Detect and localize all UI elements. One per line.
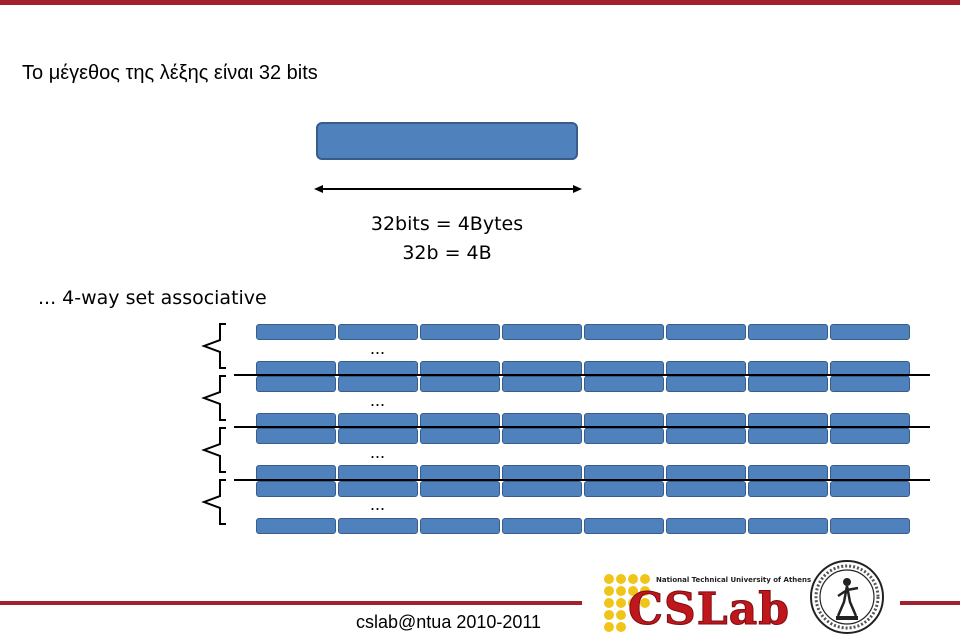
set-separator-line bbox=[234, 426, 930, 428]
cache-word-block bbox=[338, 481, 418, 497]
word-block bbox=[316, 122, 578, 160]
logo-dot bbox=[628, 586, 638, 596]
cache-word-block bbox=[584, 518, 664, 534]
cache-word-block bbox=[666, 428, 746, 444]
cache-word-block bbox=[748, 324, 828, 340]
cache-word-block bbox=[830, 428, 910, 444]
ellipsis-set-3: ... bbox=[370, 442, 386, 462]
cache-word-block bbox=[748, 376, 828, 392]
logo-dot bbox=[604, 586, 614, 596]
cache-word-block bbox=[748, 428, 828, 444]
cache-word-block bbox=[502, 481, 582, 497]
cache-word-block bbox=[502, 324, 582, 340]
logo-dot bbox=[604, 610, 614, 620]
ntua-seal-icon bbox=[810, 560, 884, 634]
cache-word-block bbox=[338, 428, 418, 444]
cache-word-block bbox=[256, 518, 336, 534]
cache-word-block bbox=[256, 428, 336, 444]
cache-word-block bbox=[748, 518, 828, 534]
logo-dot bbox=[604, 574, 614, 584]
cache-word-block bbox=[256, 324, 336, 340]
logo-subtitle: National Technical University of Athens bbox=[656, 576, 812, 584]
cache-word-block bbox=[420, 324, 500, 340]
cache-word-block bbox=[666, 481, 746, 497]
bottom-accent-bar bbox=[0, 601, 582, 605]
top-accent-bar bbox=[0, 0, 960, 5]
set-separator-line bbox=[234, 479, 930, 481]
cache-word-block bbox=[338, 376, 418, 392]
logo-dot bbox=[628, 574, 638, 584]
cache-word-block bbox=[420, 518, 500, 534]
cache-word-block bbox=[256, 376, 336, 392]
logo-dot bbox=[616, 622, 626, 632]
logo-dot bbox=[616, 610, 626, 620]
logo-dot bbox=[616, 598, 626, 608]
cache-word-block bbox=[830, 481, 910, 497]
logo-dot bbox=[640, 598, 650, 608]
logo-dot bbox=[616, 574, 626, 584]
word-width-arrow bbox=[314, 185, 582, 193]
ellipsis-set-4: ... bbox=[370, 494, 386, 514]
cache-word-block bbox=[420, 481, 500, 497]
associativity-label: ... 4-way set associative bbox=[38, 287, 267, 309]
cache-word-block bbox=[256, 481, 336, 497]
logo-dot bbox=[640, 586, 650, 596]
cache-word-block bbox=[830, 376, 910, 392]
cache-word-block bbox=[830, 324, 910, 340]
cache-word-block bbox=[584, 428, 664, 444]
cslab-logo: CSLab bbox=[627, 584, 791, 636]
logo-dot bbox=[616, 586, 626, 596]
cache-word-block bbox=[502, 518, 582, 534]
cache-word-block bbox=[666, 324, 746, 340]
slide-title: Το μέγεθος της λέξης είναι 32 bits bbox=[22, 62, 318, 84]
word-size-bits-label: 32bits = 4Bytes bbox=[370, 213, 524, 235]
word-size-bytes-label: 32b = 4B bbox=[402, 242, 492, 264]
logo-dot bbox=[604, 598, 614, 608]
cache-word-block bbox=[502, 428, 582, 444]
set-separator-line bbox=[234, 374, 930, 376]
cache-word-block bbox=[584, 324, 664, 340]
set-braces bbox=[201, 323, 226, 525]
cache-word-block bbox=[584, 481, 664, 497]
cache-word-block bbox=[420, 428, 500, 444]
logo-dot bbox=[628, 598, 638, 608]
logo-dot bbox=[604, 622, 614, 632]
cache-word-block bbox=[666, 376, 746, 392]
ellipsis-set-2: ... bbox=[370, 390, 386, 410]
cache-word-block bbox=[338, 518, 418, 534]
cache-word-block bbox=[420, 376, 500, 392]
logo-dot bbox=[640, 574, 650, 584]
cache-word-block bbox=[830, 518, 910, 534]
ellipsis-set-1: ... bbox=[370, 338, 386, 358]
cache-word-block bbox=[666, 518, 746, 534]
footer-text: cslab@ntua 2010-2011 bbox=[356, 612, 542, 632]
bottom-accent-bar-right bbox=[900, 601, 960, 605]
cache-word-block bbox=[584, 376, 664, 392]
cache-word-block bbox=[338, 324, 418, 340]
cache-word-block bbox=[748, 481, 828, 497]
cache-word-block bbox=[502, 376, 582, 392]
